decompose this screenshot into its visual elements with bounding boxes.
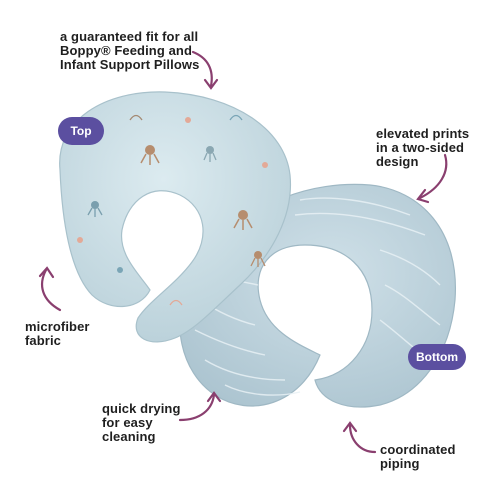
callout-prints: elevated prints in a two-sided design [376, 126, 470, 169]
callout-piping: coordinated piping [380, 442, 456, 471]
callout-arrows [38, 50, 448, 454]
sea-creature-prints [77, 114, 268, 306]
top-pillow [59, 91, 292, 343]
callout-fit: a guaranteed fit for all Boppy® Feeding … [60, 29, 200, 72]
wave-lines [194, 197, 441, 396]
bottom-badge: Bottom [408, 344, 466, 370]
top-badge: Top [58, 117, 104, 145]
callout-fabric: microfiber fabric [25, 319, 90, 348]
callout-drying: quick drying for easy cleaning [102, 401, 181, 444]
